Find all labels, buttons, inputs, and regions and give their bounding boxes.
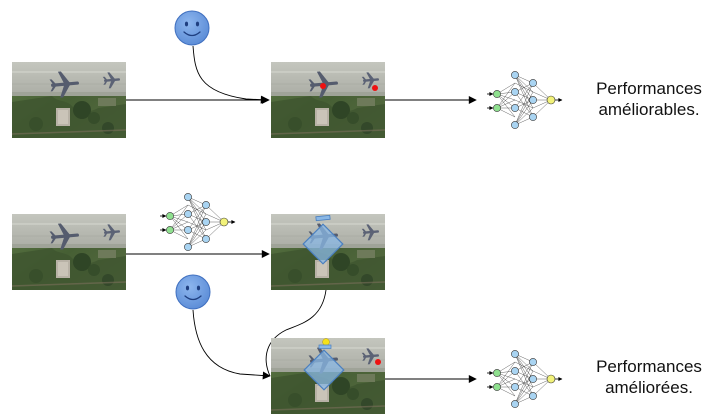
red-point-marker [320,83,326,89]
result-top-line2: améliorables. [598,100,700,119]
prediction-box-marker [318,344,332,349]
predicted-image-bottom [270,213,386,291]
annotator-arrow-bottom [192,309,271,380]
annotated-image-top [270,61,386,139]
feedback-arrow [265,289,327,377]
top-row [11,10,562,139]
smiley-face-icon [174,10,210,46]
neural-network-icon [487,350,562,407]
result-bottom-line2: améliorées. [605,378,693,397]
red-point-marker [372,85,378,91]
yellow-point-marker [322,338,330,346]
bottom-row [11,193,562,414]
prediction-box-marker [315,214,331,222]
result-text-bottom: Performances améliorées. [585,356,713,398]
neural-network-icon [160,193,235,250]
smiley-face-icon [175,274,211,310]
result-bottom-line1: Performances [596,357,702,376]
red-point-marker [375,359,381,365]
neural-network-icon [487,71,562,128]
result-text-top: Performances améliorables. [585,78,713,120]
result-top-line1: Performances [596,79,702,98]
aerial-image-icon [11,213,127,291]
aerial-image-icon [11,61,127,139]
annotator-arrow-top [192,45,269,104]
corrected-image-bottom [270,337,386,414]
